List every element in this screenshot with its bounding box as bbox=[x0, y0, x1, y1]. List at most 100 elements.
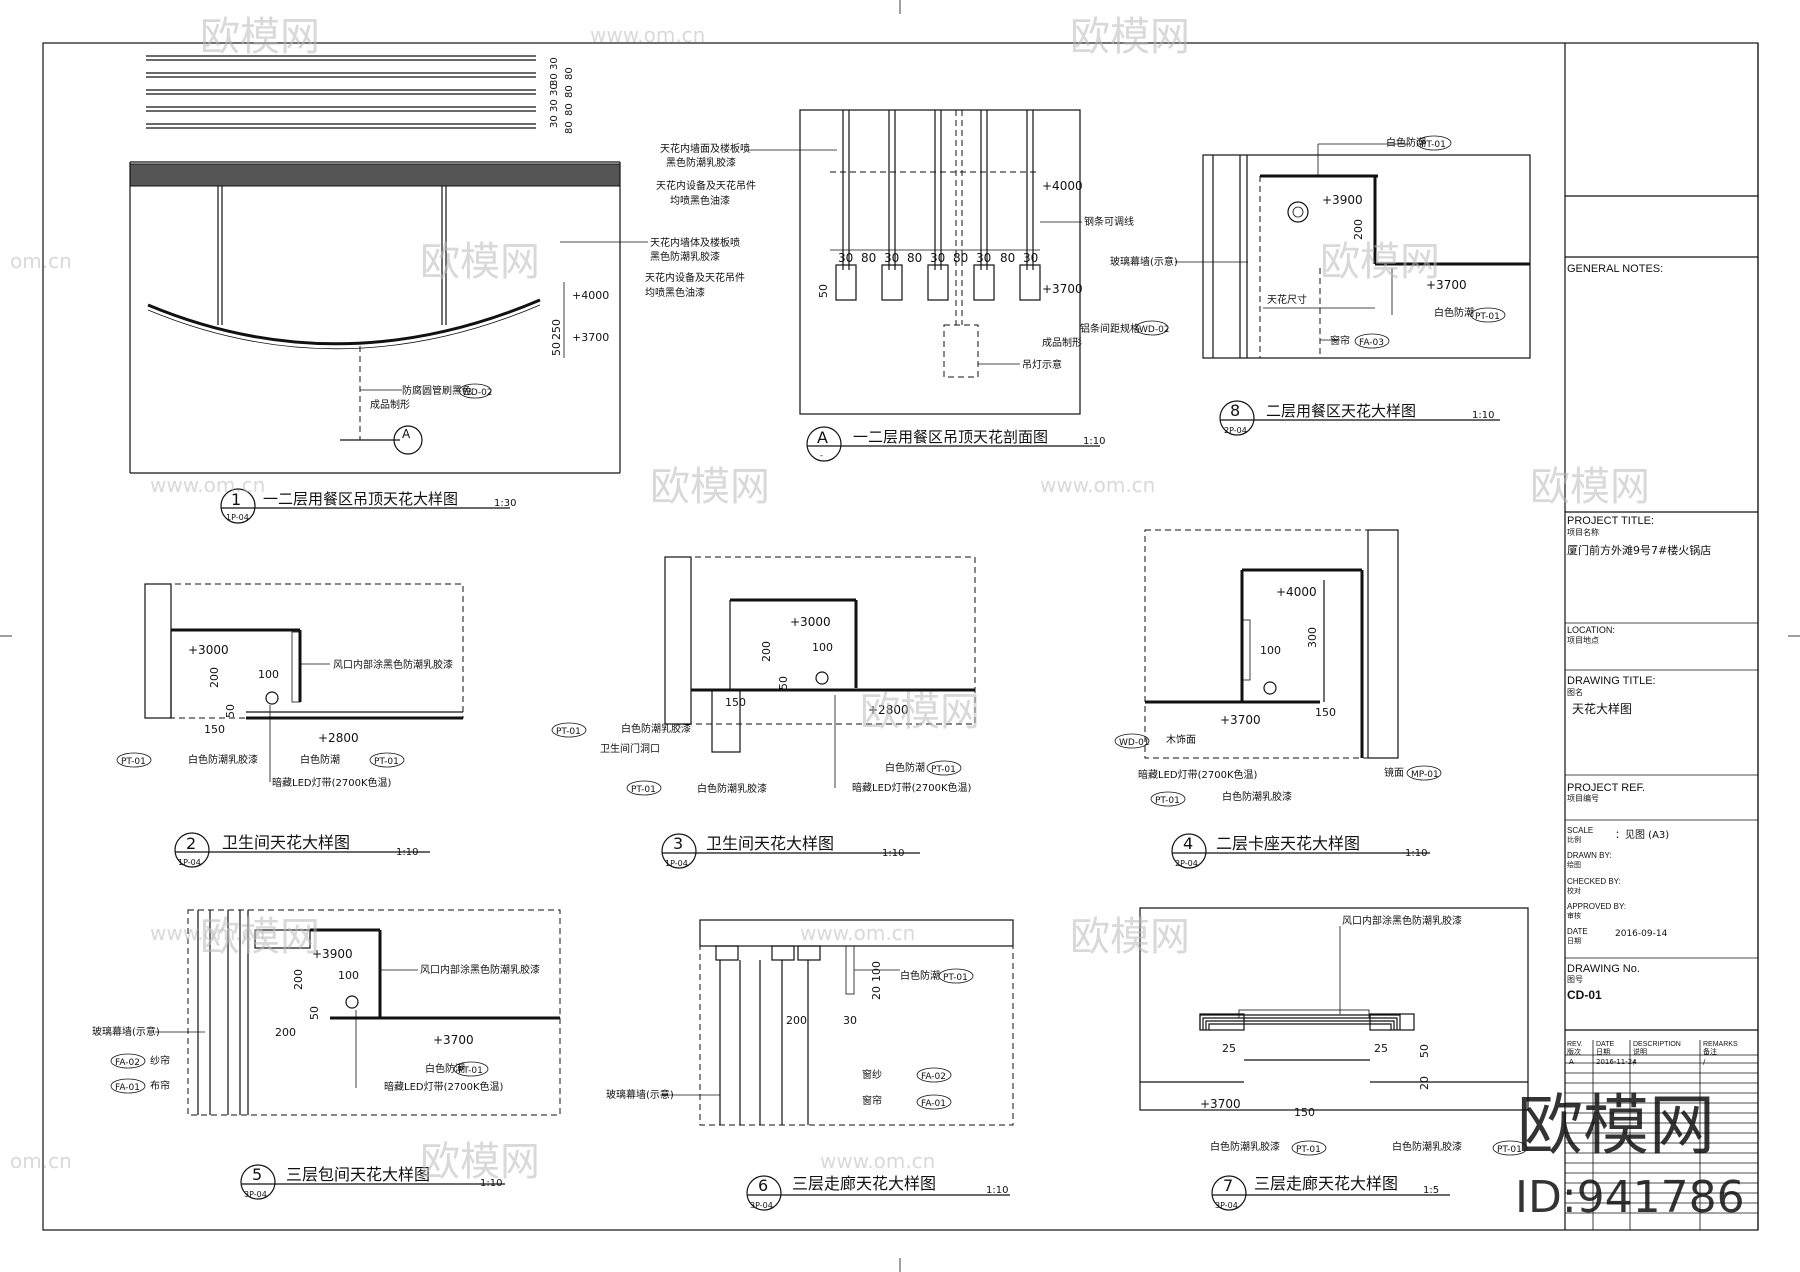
rev-header-remarks: REMARKS bbox=[1703, 1041, 1738, 1048]
detail-6-title-text: 三层走廊天花大样图 bbox=[792, 1174, 936, 1193]
detail-4: +4000 300 100 150 +3700 WD-01 木饰面 暗藏LED灯… bbox=[1114, 529, 1442, 807]
d1-dim-30-3: 30 bbox=[549, 99, 560, 112]
dA-tag-wd02: WD-02 bbox=[1139, 325, 1170, 335]
d6-tag-pt01: PT-01 bbox=[943, 973, 968, 983]
watermark-url-short: om.cn bbox=[10, 1149, 72, 1173]
detail-A-title-text: 一二层用餐区吊顶天花剖面图 bbox=[853, 428, 1048, 446]
d4-note-wood: 木饰面 bbox=[1166, 733, 1196, 746]
watermark-url: www.om.cn bbox=[1040, 473, 1155, 497]
rev-header-rev: REV. bbox=[1567, 1041, 1583, 1048]
d6-note-white: 白色防潮 bbox=[900, 969, 940, 982]
detail-7-title: 7 3P-04 三层走廊天花大样图 1:5 bbox=[1211, 1174, 1450, 1211]
rev-row-description: / bbox=[1633, 1058, 1636, 1066]
d4-dim-150: 150 bbox=[1315, 706, 1336, 719]
rev-row-remarks: / bbox=[1703, 1058, 1706, 1066]
dA-dim-2: 80 bbox=[861, 251, 876, 265]
d7-tag-pt01-left: PT-01 bbox=[1296, 1145, 1321, 1155]
watermark-badge-brand: 欧模网 bbox=[1517, 1087, 1715, 1164]
d6-note-fa02: 窗纱 bbox=[862, 1068, 882, 1081]
detail-6-number: 6 bbox=[758, 1176, 768, 1195]
dA-dim-8: 80 bbox=[1000, 251, 1015, 265]
d1-note-6: 成品制形 bbox=[370, 398, 410, 411]
detail-6-scale: 1:10 bbox=[986, 1185, 1008, 1196]
detail-2: +3000 200 100 50 150 +2800 风口内部涂黑色防潮乳胶漆 … bbox=[116, 583, 464, 789]
detail-2-number: 2 bbox=[186, 834, 196, 853]
d3-note-4: 白色防潮 bbox=[885, 761, 925, 774]
d5-note-led: 暗藏LED灯带(2700K色温) bbox=[384, 1080, 503, 1093]
dA-note-2: 黑色防潮乳胶漆 bbox=[666, 156, 736, 169]
d7-dim-20: 20 bbox=[1418, 1076, 1431, 1090]
watermark-brand: 欧模网 bbox=[860, 689, 980, 735]
d4-note-white: 白色防潮乳胶漆 bbox=[1222, 790, 1292, 803]
drawing-no-value: CD-01 bbox=[1567, 988, 1602, 1002]
detail-4-number: 4 bbox=[1183, 834, 1193, 853]
d7-dim-50: 50 bbox=[1418, 1044, 1431, 1058]
d5-tag-fa02: FA-02 bbox=[115, 1058, 140, 1068]
dA-dim-1: 30 bbox=[838, 251, 853, 265]
d8-dim-200: 200 bbox=[1352, 219, 1365, 240]
detail-1: 30 30 30 30 30 80 80 80 80 A +4000 +3700… bbox=[129, 55, 745, 474]
drawing-title-value: 天花大样图 bbox=[1572, 701, 1632, 716]
detail-5-scale: 1:10 bbox=[480, 1178, 502, 1189]
approved-by-label: APPROVED BY: bbox=[1567, 902, 1626, 911]
d1-note-5: 防腐圆管刷黑色 bbox=[402, 384, 472, 397]
detail-8-number: 8 bbox=[1230, 401, 1240, 420]
detail-7: 风口内部涂黑色防潮乳胶漆 25 25 50 20 150 +3700 白色防潮乳… bbox=[1139, 907, 1529, 1156]
watermark-brand: 欧模网 bbox=[1320, 239, 1440, 285]
detail-6-sheet: 3P-04 bbox=[750, 1201, 773, 1210]
checked-by-cn: 校对 bbox=[1567, 886, 1581, 895]
d5-tag-pt01: PT-01 bbox=[458, 1066, 483, 1076]
d7-tag-pt01-right: PT-01 bbox=[1497, 1145, 1522, 1155]
detail-2-title-text: 卫生间天花大样图 bbox=[222, 833, 350, 852]
d8-note-white: 白色防潮 bbox=[1434, 306, 1474, 319]
detail-5-title-text: 三层包间天花大样图 bbox=[286, 1165, 430, 1184]
watermark-brand: 欧模网 bbox=[1070, 914, 1190, 960]
d3-note-led: 暗藏LED灯带(2700K色温) bbox=[852, 781, 971, 794]
d6-dim-20: 20 bbox=[870, 986, 883, 1000]
d1-dim-80-2: 80 bbox=[564, 85, 575, 98]
d4-note-mp: 镜面 bbox=[1384, 766, 1404, 779]
d1-dim-80-3: 80 bbox=[564, 103, 575, 116]
title-block: GENERAL NOTES: PROJECT TITLE: 项目名称 厦门前方外… bbox=[1565, 195, 1758, 1230]
d3-note-3: 白色防潮乳胶漆 bbox=[697, 782, 767, 795]
d1-dim-50: 50 bbox=[550, 342, 563, 356]
dA-dim-3: 30 bbox=[884, 251, 899, 265]
dA-note-4: 均喷黑色油漆 bbox=[670, 194, 730, 207]
d2-dim-200: 200 bbox=[208, 667, 221, 688]
detail-5-number: 5 bbox=[252, 1165, 262, 1184]
d5-note-glass: 玻璃幕墙(示意) bbox=[92, 1025, 160, 1038]
detail-7-sheet: 3P-04 bbox=[1215, 1201, 1238, 1210]
d5-note-fa01: 布帘 bbox=[150, 1079, 170, 1092]
detail-3-scale: 1:10 bbox=[882, 848, 904, 859]
rev-row-date: 2016-11-24 bbox=[1596, 1058, 1637, 1066]
drawing-title-label: DRAWING TITLE: bbox=[1567, 675, 1656, 687]
dA-dim-9: 30 bbox=[1023, 251, 1038, 265]
d4-elev-4000: +4000 bbox=[1276, 585, 1317, 599]
d1-dim-80-1: 80 bbox=[564, 67, 575, 80]
d5-note-vent: 风口内部涂黑色防潮乳胶漆 bbox=[420, 963, 540, 976]
scale-cn: 比例 bbox=[1567, 835, 1581, 844]
watermark-badge-id: ID:941786 bbox=[1515, 1172, 1745, 1223]
general-notes-label: GENERAL NOTES: bbox=[1567, 263, 1663, 275]
dA-note-1: 天花内墙面及楼板喷 bbox=[660, 142, 750, 155]
d6-note-glass: 玻璃幕墙(示意) bbox=[606, 1088, 674, 1101]
rev-header-date-cn: 日期 bbox=[1596, 1048, 1610, 1056]
scale-label: SCALE bbox=[1567, 826, 1593, 835]
detail-4-title-text: 二层卡座天花大样图 bbox=[1216, 834, 1360, 853]
detail-8-title-text: 二层用餐区天花大样图 bbox=[1266, 402, 1416, 420]
d5-dim-200b: 200 bbox=[275, 1026, 296, 1039]
d1-dim-30-1: 30 bbox=[549, 57, 560, 70]
d2-note-white1: 白色防潮乳胶漆 bbox=[188, 753, 258, 766]
watermarks: 欧模网 欧模网 欧模网 欧模网 欧模网 欧模网 欧模网 欧模网 欧模网 欧模网 … bbox=[10, 14, 1745, 1223]
watermark-brand: 欧模网 bbox=[200, 14, 320, 60]
d1-elev-3700: +3700 bbox=[572, 331, 609, 344]
d1-note-1: 天花内墙体及楼板喷 bbox=[650, 236, 740, 249]
approved-by-cn: 审核 bbox=[1567, 911, 1581, 920]
drawn-by-cn: 绘图 bbox=[1567, 860, 1581, 869]
d5-elev-3700: +3700 bbox=[433, 1033, 474, 1047]
detail-4-title: 4 2P-04 二层卡座天花大样图 1:10 bbox=[1171, 833, 1430, 869]
detail-A-number: A bbox=[817, 428, 828, 447]
detail-6-title: 6 3P-04 三层走廊天花大样图 1:10 bbox=[746, 1174, 1010, 1211]
detail-6: 200 30 100 20 白色防潮 PT-01 玻璃幕墙(示意) 窗纱 FA-… bbox=[606, 919, 1014, 1126]
watermark-brand: 欧模网 bbox=[650, 464, 770, 510]
